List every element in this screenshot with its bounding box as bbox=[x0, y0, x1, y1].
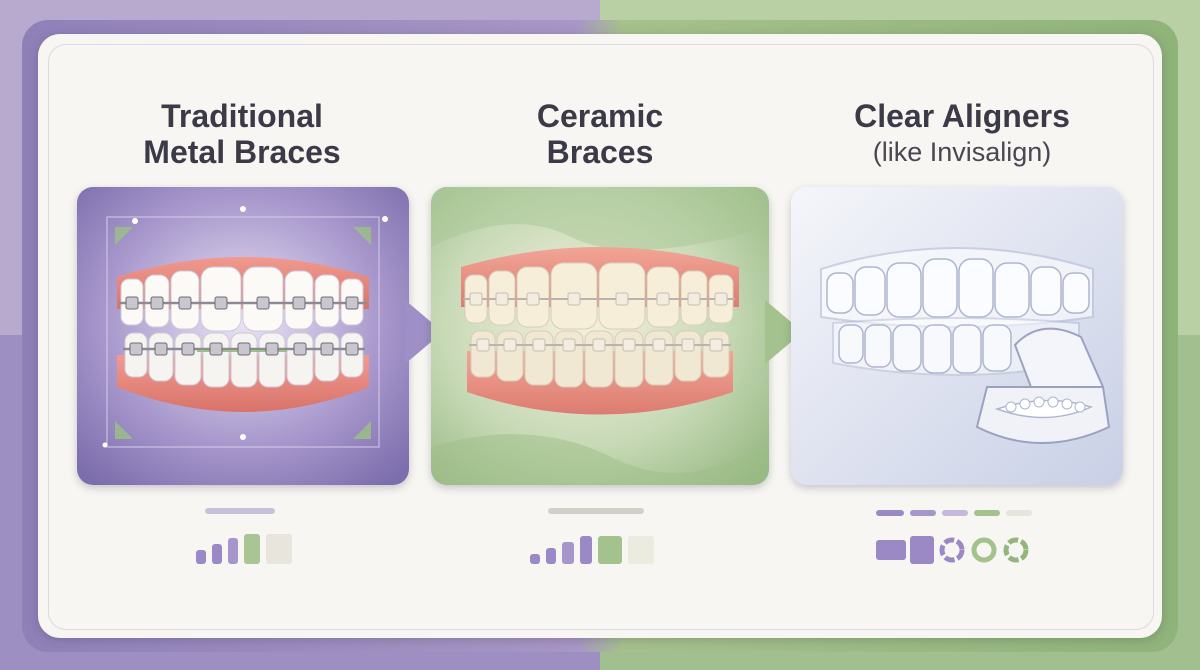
ceramic-braces-icon bbox=[431, 187, 769, 485]
clear-aligner-icon bbox=[791, 187, 1123, 485]
ring-icons bbox=[939, 537, 1029, 563]
metal-braces-icon bbox=[77, 187, 409, 485]
metal-level-indicator bbox=[196, 534, 292, 564]
arrow-right-icon bbox=[765, 300, 805, 364]
level-bar bbox=[530, 554, 540, 564]
rating-pill bbox=[942, 510, 968, 516]
level-bar bbox=[628, 536, 654, 564]
rating-pill bbox=[876, 510, 904, 516]
title-clear-aligners: Clear Aligners (like Invisalign) bbox=[792, 98, 1132, 170]
aligner-case-icon bbox=[975, 327, 1111, 444]
level-bar bbox=[598, 536, 622, 564]
level-bar bbox=[580, 536, 592, 564]
title-metal-line1: Traditional bbox=[161, 98, 323, 134]
level-bar bbox=[546, 548, 556, 564]
ceramic-rating-line bbox=[548, 508, 644, 514]
title-ceramic-line2: Braces bbox=[546, 134, 654, 170]
rating-pill bbox=[974, 510, 1000, 516]
level-bar bbox=[562, 542, 574, 564]
level-bar bbox=[212, 544, 222, 564]
aligner-level-indicator bbox=[876, 536, 1038, 564]
rating-pill bbox=[1006, 510, 1032, 516]
title-ceramic-braces: Ceramic Braces bbox=[430, 98, 770, 170]
level-bar bbox=[196, 550, 206, 564]
rating-pill bbox=[910, 510, 936, 516]
level-bar bbox=[910, 536, 934, 564]
arrow-right-icon bbox=[405, 300, 445, 364]
rating-pill bbox=[548, 508, 644, 514]
level-bar bbox=[244, 534, 260, 564]
level-bar bbox=[228, 538, 238, 564]
metal-braces-panel bbox=[77, 187, 409, 485]
ceramic-braces-panel bbox=[431, 187, 769, 485]
card-inner-border bbox=[48, 44, 1154, 630]
ceramic-level-indicator bbox=[530, 536, 654, 564]
title-metal-line2: Metal Braces bbox=[143, 134, 341, 170]
level-bar bbox=[876, 540, 906, 560]
level-bar bbox=[266, 534, 292, 564]
title-aligners-line1: Clear Aligners bbox=[854, 98, 1070, 134]
title-metal-braces: Traditional Metal Braces bbox=[72, 98, 412, 170]
metal-rating-line bbox=[205, 508, 275, 514]
clear-aligners-panel bbox=[791, 187, 1123, 485]
aligner-rating-line bbox=[876, 510, 1032, 516]
title-aligners-line2: (like Invisalign) bbox=[872, 137, 1052, 167]
title-ceramic-line1: Ceramic bbox=[536, 98, 664, 134]
rating-pill bbox=[205, 508, 275, 514]
